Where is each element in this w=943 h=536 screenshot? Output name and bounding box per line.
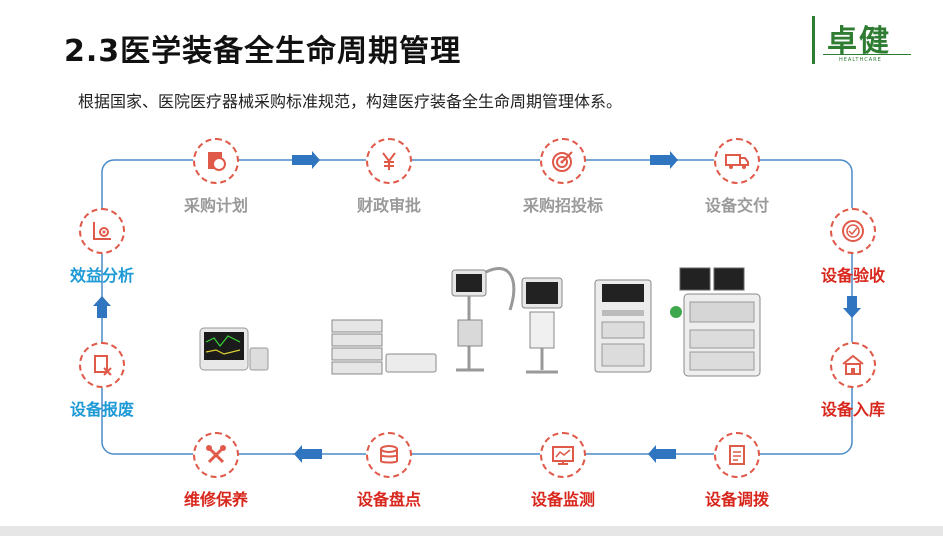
stage-label: 财政审批	[356, 196, 421, 215]
tools-icon	[193, 432, 239, 478]
arrow-right-1	[292, 151, 320, 169]
infusion-pump-stack-image	[331, 319, 437, 375]
plan-icon	[193, 138, 239, 184]
monitor-chart-icon	[540, 432, 586, 478]
stage-benefit-analysis: 效益分析	[37, 208, 167, 286]
warehouse-icon	[830, 342, 876, 388]
logo-text: 卓健	[827, 24, 891, 59]
stage-finance-approval: 财政审批	[324, 138, 454, 216]
patient-monitor-image	[199, 327, 269, 371]
truck-icon	[714, 138, 760, 184]
bottom-bar	[0, 526, 943, 536]
stage-label: 设备盘点	[356, 490, 421, 509]
stage-delivery: 设备交付	[672, 138, 802, 216]
logo-divider	[823, 54, 911, 55]
arrow-down	[843, 296, 861, 318]
anesthesia-machine-image	[594, 279, 652, 373]
stage-label: 设备监测	[530, 490, 595, 509]
stage-inventory: 设备盘点	[324, 432, 454, 510]
analysis-chart-icon	[79, 208, 125, 254]
stage-monitoring: 设备监测	[498, 432, 628, 510]
arrow-up	[93, 296, 111, 318]
brand-logo: 卓健 HEALTHCARE	[812, 16, 915, 64]
ventilator-2-image	[521, 277, 563, 374]
stage-label: 设备交付	[704, 196, 769, 215]
stage-transfer: 设备调拨	[672, 432, 802, 510]
stage-label: 采购计划	[183, 196, 248, 215]
stage-warehousing: 设备入库	[788, 342, 918, 420]
scrap-icon	[79, 342, 125, 388]
stage-bidding: 采购招投标	[498, 138, 628, 216]
arrow-left-1	[648, 445, 676, 463]
stage-maintenance: 维修保养	[151, 432, 281, 510]
stage-procurement-plan: 采购计划	[151, 138, 281, 216]
stage-label: 维修保养	[183, 490, 248, 509]
stage-label: 设备验收	[820, 266, 885, 285]
stage-label: 采购招投标	[522, 196, 603, 215]
arrow-right-2	[650, 151, 678, 169]
yuan-icon	[366, 138, 412, 184]
target-icon	[540, 138, 586, 184]
stage-scrapping: 设备报废	[37, 342, 167, 420]
stage-acceptance: 设备验收	[788, 208, 918, 286]
document-icon	[714, 432, 760, 478]
page-title: 2.3医学装备全生命周期管理	[64, 34, 462, 69]
stage-label: 效益分析	[69, 266, 134, 285]
ventilator-image	[451, 267, 516, 372]
seal-icon	[830, 208, 876, 254]
stage-label: 设备调拨	[704, 490, 769, 509]
stage-label: 设备入库	[820, 400, 885, 419]
anesthesia-workstation-image	[670, 267, 761, 377]
logo-subtext: HEALTHCARE	[839, 57, 882, 63]
stage-label: 设备报废	[69, 400, 134, 419]
page-subtitle: 根据国家、医院医疗器械采购标准规范，构建医疗装备全生命周期管理体系。	[78, 92, 623, 111]
arrow-left-2	[294, 445, 322, 463]
coin-stack-icon	[366, 432, 412, 478]
medical-equipment-image	[199, 267, 761, 377]
